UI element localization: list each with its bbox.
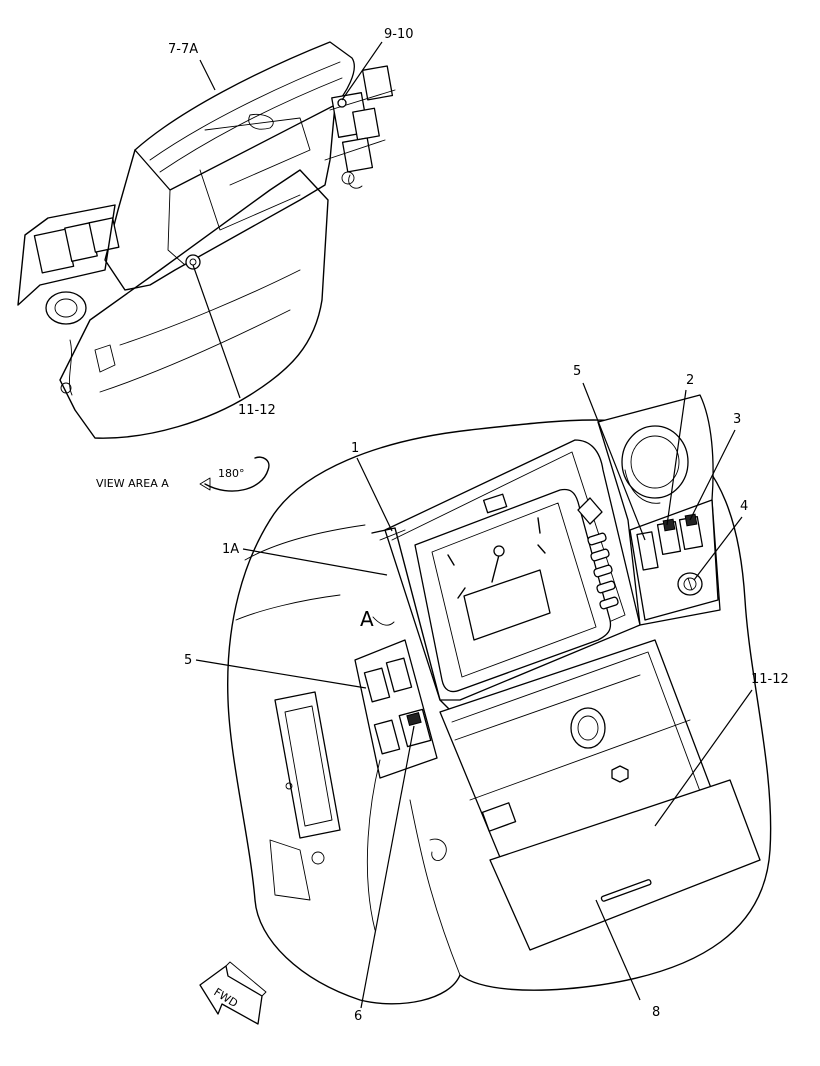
svg-text:2: 2 [686, 373, 694, 388]
callout-9-10: 9-10 [341, 27, 414, 101]
callout-5-top: 5 [573, 364, 646, 541]
svg-text:1A: 1A [222, 542, 239, 557]
svg-text:1: 1 [351, 441, 359, 456]
svg-text:4: 4 [740, 499, 748, 514]
callout-2: 2 [666, 373, 694, 526]
callout-8: 8 [595, 899, 660, 1020]
svg-text:5: 5 [573, 364, 581, 379]
svg-text:3: 3 [733, 412, 741, 427]
console-assembly: A [227, 394, 772, 1005]
svg-text:8: 8 [652, 1005, 660, 1020]
cluster-buttons [577, 497, 619, 610]
gauge-needles [447, 517, 546, 599]
svg-text:5: 5 [184, 653, 192, 668]
callout-3: 3 [689, 412, 741, 521]
svg-text:11-12: 11-12 [238, 403, 276, 418]
callout-1: 1 [351, 441, 393, 532]
area-marker: A [360, 607, 374, 631]
rotate-arrow-icon [204, 456, 270, 492]
callout-11-12-right: 11-12 [654, 672, 789, 827]
svg-text:9-10: 9-10 [384, 27, 414, 42]
svg-text:11-12: 11-12 [751, 672, 789, 687]
callout-1a: 1A [222, 542, 388, 576]
callout-5-left: 5 [184, 653, 367, 689]
callout-4: 4 [693, 499, 748, 581]
callout-11-12-top: 11-12 [192, 264, 276, 418]
callout-7-7a: 7-7A [168, 42, 216, 91]
svg-text:7-7A: 7-7A [168, 42, 198, 57]
detail-view-area-a [17, 41, 396, 439]
svg-text:6: 6 [354, 1009, 362, 1024]
svg-text:VIEW AREA A: VIEW AREA A [96, 477, 169, 490]
fwd-arrow-icon: FWD [199, 961, 267, 1025]
view-area-label: VIEW AREA A 180° [96, 456, 270, 492]
callout-6: 6 [354, 725, 415, 1024]
svg-text:180°: 180° [218, 467, 245, 480]
